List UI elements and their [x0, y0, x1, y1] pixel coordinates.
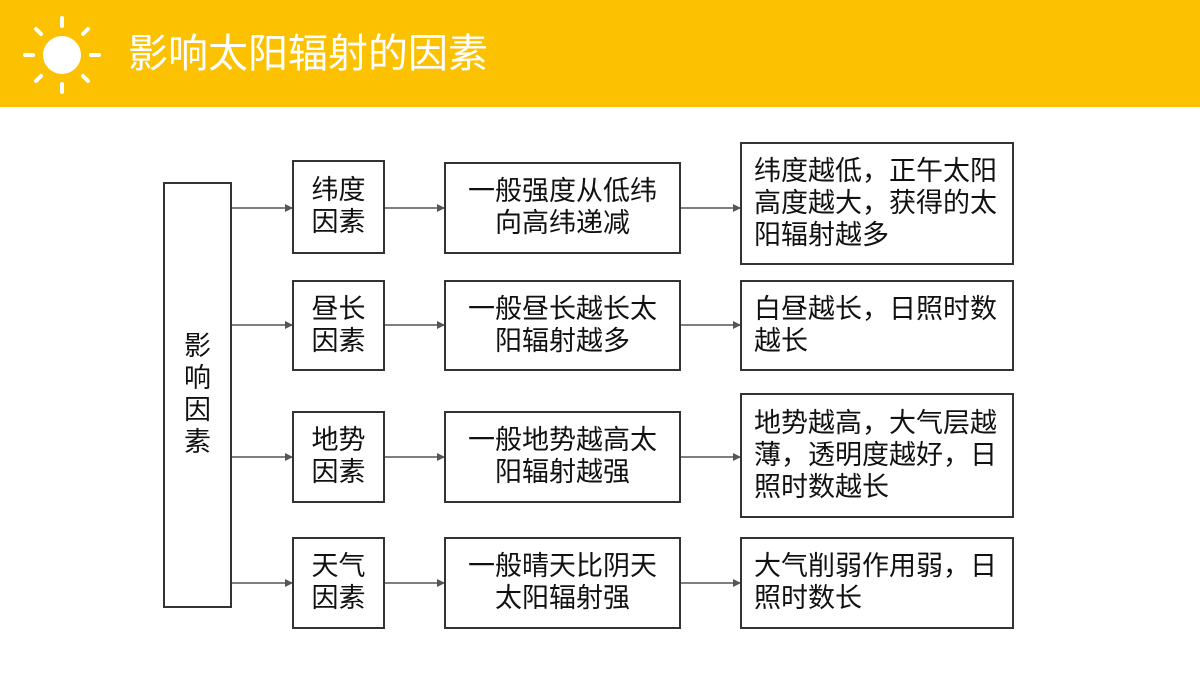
- detail-box-daylength: 白昼越长，日照时数越长: [740, 280, 1014, 371]
- root-box: 影响因素: [163, 182, 232, 608]
- rule-box-weather: 一般晴天比阴天太阳辐射强: [444, 537, 681, 629]
- detail-box-weather: 大气削弱作用弱，日照时数长: [740, 537, 1014, 629]
- header-bar: 影响太阳辐射的因素: [0, 0, 1200, 107]
- factor-label: 昼长因素: [311, 293, 366, 357]
- detail-label: 白昼越长，日照时数越长: [754, 293, 997, 357]
- page-title: 影响太阳辐射的因素: [128, 31, 488, 77]
- root-label: 影响因素: [184, 331, 211, 458]
- factor-box-latitude: 纬度因素: [292, 160, 385, 254]
- detail-box-latitude: 纬度越低，正午太阳高度越大，获得的太阳辐射越多: [740, 142, 1014, 265]
- factor-label: 地势因素: [311, 425, 366, 488]
- detail-box-terrain: 地势越高，大气层越薄，透明度越好，日照时数越长: [740, 393, 1014, 518]
- rule-box-terrain: 一般地势越高太阳辐射越强: [444, 411, 681, 503]
- detail-label: 地势越高，大气层越薄，透明度越好，日照时数越长: [754, 407, 997, 503]
- factor-box-weather: 天气因素: [292, 537, 385, 629]
- factor-box-daylength: 昼长因素: [292, 280, 385, 371]
- factor-label: 天气因素: [311, 551, 366, 614]
- factor-label: 纬度因素: [311, 175, 366, 238]
- rule-label: 一般昼长越长太阳辐射越多: [468, 293, 657, 357]
- rule-label: 一般晴天比阴天太阳辐射强: [468, 551, 657, 614]
- sun-icon: [23, 16, 101, 94]
- rule-box-latitude: 一般强度从低纬向高纬递减: [444, 162, 681, 254]
- rule-label: 一般地势越高太阳辐射越强: [468, 425, 657, 488]
- detail-label: 大气削弱作用弱，日照时数长: [754, 551, 997, 614]
- rule-box-daylength: 一般昼长越长太阳辐射越多: [444, 280, 681, 371]
- rule-label: 一般强度从低纬向高纬递减: [468, 176, 657, 239]
- detail-label: 纬度越低，正午太阳高度越大，获得的太阳辐射越多: [754, 155, 997, 251]
- factor-box-terrain: 地势因素: [292, 411, 385, 503]
